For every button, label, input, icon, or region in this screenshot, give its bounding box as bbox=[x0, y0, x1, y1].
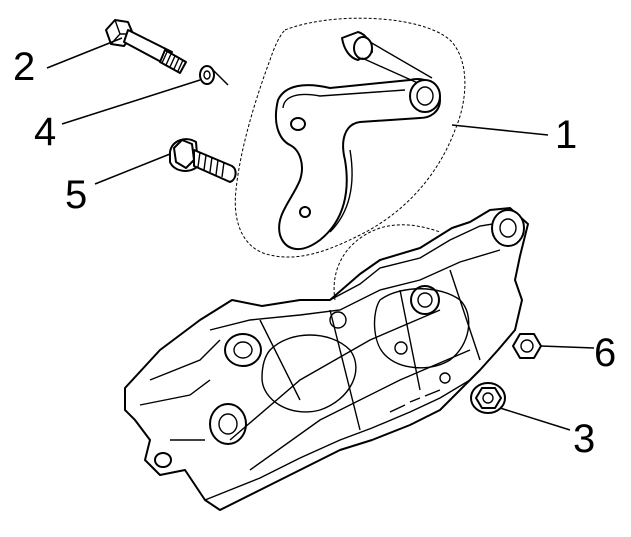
crankcase-lower-edge bbox=[204, 379, 471, 501]
crankcase-rim bbox=[329, 221, 506, 301]
callout-4: 4 bbox=[34, 110, 56, 154]
crankcase-boss-top bbox=[491, 209, 525, 247]
crankcase-web-3 bbox=[139, 339, 221, 441]
crankcase-boss-small bbox=[154, 452, 172, 468]
leader-4 bbox=[61, 79, 201, 125]
callout-3: 3 bbox=[573, 417, 595, 461]
bolt-5-thread-lines bbox=[197, 151, 225, 178]
washer-4-inner bbox=[203, 70, 211, 80]
bolt-5-thread bbox=[193, 149, 237, 183]
nut-part-6 bbox=[512, 333, 542, 359]
leader-1 bbox=[451, 124, 549, 136]
callout-numbers: 1 2 3 4 5 6 bbox=[13, 45, 616, 461]
leader-lines bbox=[46, 37, 595, 431]
leader-5 bbox=[94, 153, 171, 185]
bracket-hole-upper bbox=[290, 117, 306, 131]
callout-6: 6 bbox=[594, 331, 616, 375]
nut-3-hole bbox=[482, 392, 494, 404]
bracket-boss-inner bbox=[416, 86, 434, 106]
crankcase-cavity-1 bbox=[261, 334, 357, 413]
callout-2: 2 bbox=[13, 45, 35, 89]
crankcase-boss-left bbox=[209, 403, 247, 445]
nut-part-3 bbox=[470, 382, 506, 414]
crankcase-boss-top-inner bbox=[499, 218, 517, 238]
bolt-2-thread-lines bbox=[161, 51, 184, 72]
bolt-part-2 bbox=[105, 19, 187, 74]
crankcase-rib-1 bbox=[209, 249, 501, 331]
crankcase bbox=[124, 207, 529, 511]
bolt-part-5 bbox=[169, 138, 237, 183]
washer-part-4 bbox=[199, 65, 215, 85]
bracket-edge-line-lower bbox=[329, 149, 353, 233]
crankcase-web-1 bbox=[229, 309, 471, 471]
leader-4-tick bbox=[212, 69, 229, 86]
crankcase-small-bosses bbox=[329, 311, 451, 384]
leader-3 bbox=[499, 407, 571, 431]
rubber-bush-upper-face bbox=[353, 36, 373, 60]
bracket-boss bbox=[409, 79, 441, 113]
crankcase-boss-left-inner bbox=[218, 413, 238, 435]
bracket-phantom-outline bbox=[234, 17, 466, 258]
nut-3-body bbox=[475, 387, 502, 409]
crankcase-text-cast bbox=[389, 389, 441, 413]
bracket-edge-line bbox=[282, 89, 406, 109]
crankcase-boss-right bbox=[410, 285, 440, 315]
nut-6-hole bbox=[520, 339, 534, 353]
crankcase-boss-mid-inner bbox=[233, 341, 253, 359]
crankcase-boss-mid bbox=[224, 333, 262, 367]
crankcase-web-2 bbox=[259, 269, 481, 431]
leader-6 bbox=[540, 345, 595, 349]
leader-2 bbox=[46, 37, 123, 69]
crankcase-boss-right-inner bbox=[417, 292, 433, 308]
callout-1: 1 bbox=[555, 113, 577, 157]
nut-6-body bbox=[512, 333, 542, 359]
callout-5: 5 bbox=[65, 173, 87, 217]
crankcase-cavity-2 bbox=[373, 288, 470, 369]
washer-4-outer bbox=[199, 65, 215, 85]
bush-link-lines bbox=[361, 41, 433, 85]
bracket-part-1 bbox=[234, 17, 466, 258]
crankcase-phantom bbox=[333, 224, 441, 301]
crankcase-outline bbox=[124, 207, 529, 511]
bracket-hole-lower bbox=[299, 206, 311, 218]
